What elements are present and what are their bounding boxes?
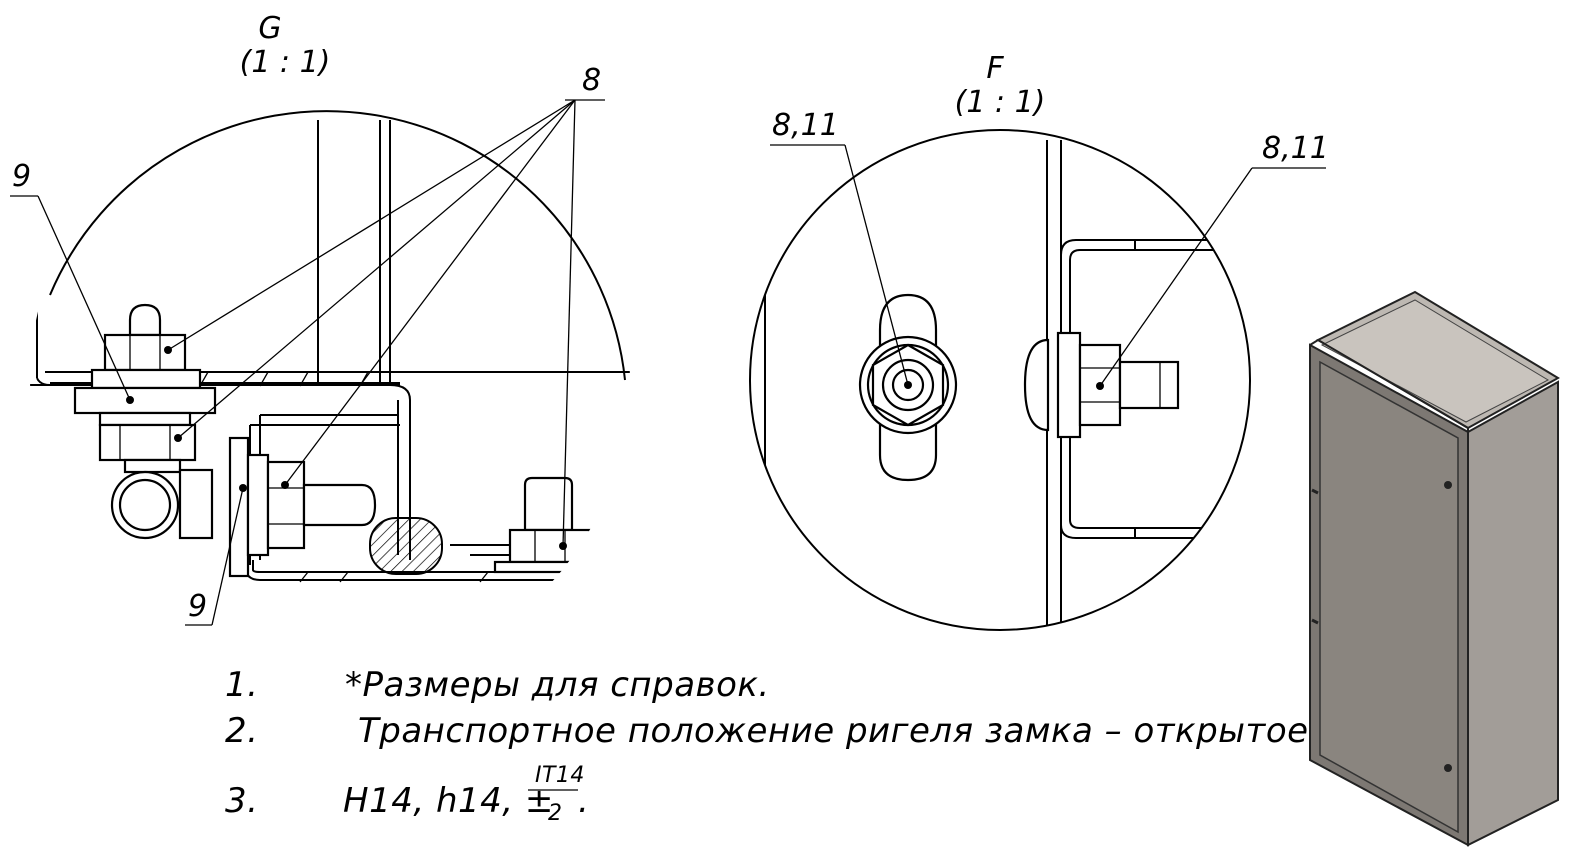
callout-g-9-bottom: 9: [188, 589, 207, 624]
note-2-num: 2.: [225, 711, 258, 751]
view-g-letter: G: [258, 11, 281, 46]
callout-g-9-top: 9: [12, 159, 31, 194]
note-1-text: *Размеры для справок.: [345, 665, 770, 705]
note-3-suffix: .: [578, 781, 589, 821]
note-1-num: 1.: [225, 665, 258, 705]
cabinet-isometric-image: [1309, 290, 1560, 847]
view-g-scale: (1 : 1): [240, 45, 331, 80]
note-2-text: Транспортное положение ригеля замка – от…: [358, 711, 1320, 751]
note-3-num: 3.: [225, 781, 258, 821]
view-g-content: [30, 120, 630, 583]
note-3-text: H14, h14, ±: [343, 781, 554, 821]
view-f-scale: (1 : 1): [955, 85, 1046, 120]
notes: 1. *Размеры для справок. 2. Транспортное…: [225, 665, 1320, 826]
view-g-boundary: [49, 110, 626, 381]
view-f-boundary: [749, 129, 1251, 631]
view-f-letter: F: [986, 51, 1004, 86]
note-3-frac-num: IT14: [535, 763, 585, 788]
callout-f-right: 8,11: [1262, 131, 1329, 166]
callout-f-left: 8,11: [772, 108, 839, 143]
note-3-frac-den: 2: [548, 801, 563, 826]
detail-view-g: G (1 : 1): [10, 11, 630, 626]
callout-g-8: 8: [582, 63, 601, 98]
view-f-content: [764, 140, 1250, 630]
detail-view-f: F (1 : 1): [749, 51, 1329, 631]
